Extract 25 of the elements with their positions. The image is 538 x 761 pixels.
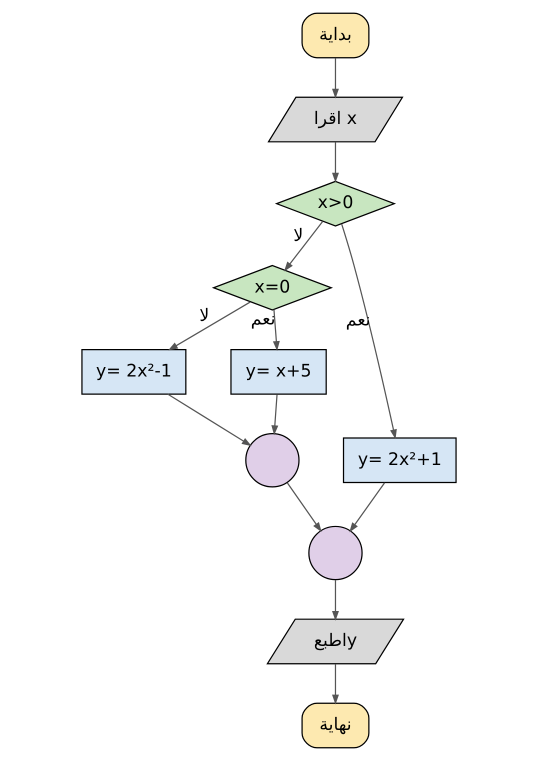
arrow xyxy=(332,58,339,99)
arrow xyxy=(332,580,339,621)
node-box: نهاية xyxy=(301,702,370,748)
arrow xyxy=(332,142,339,183)
node-box: بداية xyxy=(301,12,370,58)
arrow xyxy=(341,224,397,440)
arrow xyxy=(168,302,250,350)
arrow xyxy=(286,482,322,532)
node-circle xyxy=(308,526,363,580)
edge-label: لا xyxy=(293,226,304,246)
arrow xyxy=(167,394,252,446)
node-diamond: x=0 xyxy=(212,264,333,311)
arrow xyxy=(332,664,339,705)
arrow xyxy=(272,310,280,352)
node-box: y= x+5 xyxy=(230,348,327,395)
arrow xyxy=(271,394,278,436)
arrow xyxy=(349,482,386,532)
node-circle xyxy=(245,433,300,488)
node-box: y= 2x²-1 xyxy=(81,348,186,395)
edge-label: نعم xyxy=(250,310,276,330)
edge-label: نعم xyxy=(346,310,370,330)
edge-label: لا xyxy=(199,306,210,326)
node-diamond: x>0 xyxy=(274,180,396,227)
node-box: y= 2x²+1 xyxy=(342,437,457,484)
arrow xyxy=(284,221,324,272)
